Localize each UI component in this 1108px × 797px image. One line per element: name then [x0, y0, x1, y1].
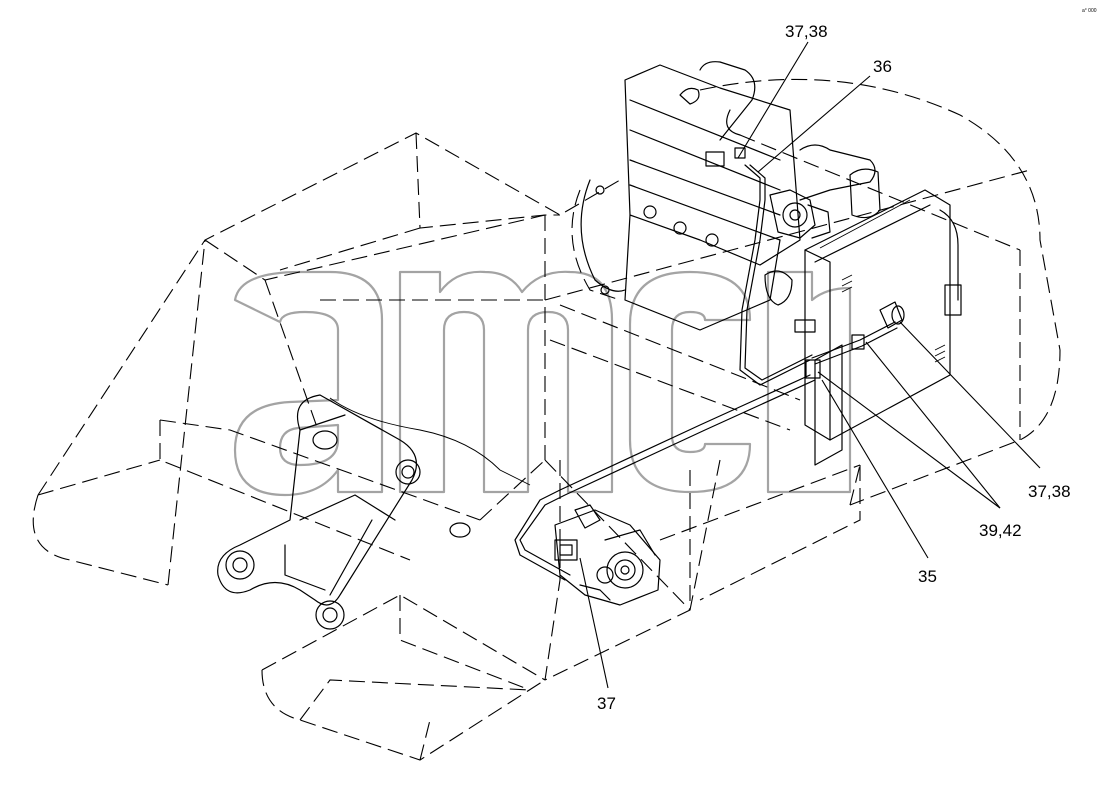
callout-39-42: 39,42 [979, 521, 1022, 540]
radiator [794, 189, 962, 466]
callout-35: 35 [918, 567, 937, 586]
frame-phantom-outline [32, 78, 1061, 761]
boom-linkage [217, 394, 531, 630]
alternator-unit [705, 147, 831, 239]
callout-labels: 37,38 36 37,38 39,42 35 37 a° 000 [597, 8, 1097, 713]
corner-mark: a° 000 [1082, 8, 1097, 14]
pipe-runs [514, 164, 898, 581]
engine-block [580, 61, 881, 331]
watermark-logo [233, 270, 852, 497]
leader-lines [579, 41, 1041, 689]
callout-37-bottom: 37 [597, 694, 616, 713]
lower-pump-assembly [554, 504, 661, 606]
callout-36: 36 [873, 57, 892, 76]
callout-37-38-right: 37,38 [1028, 482, 1071, 501]
callout-37-38-top: 37,38 [785, 22, 828, 41]
